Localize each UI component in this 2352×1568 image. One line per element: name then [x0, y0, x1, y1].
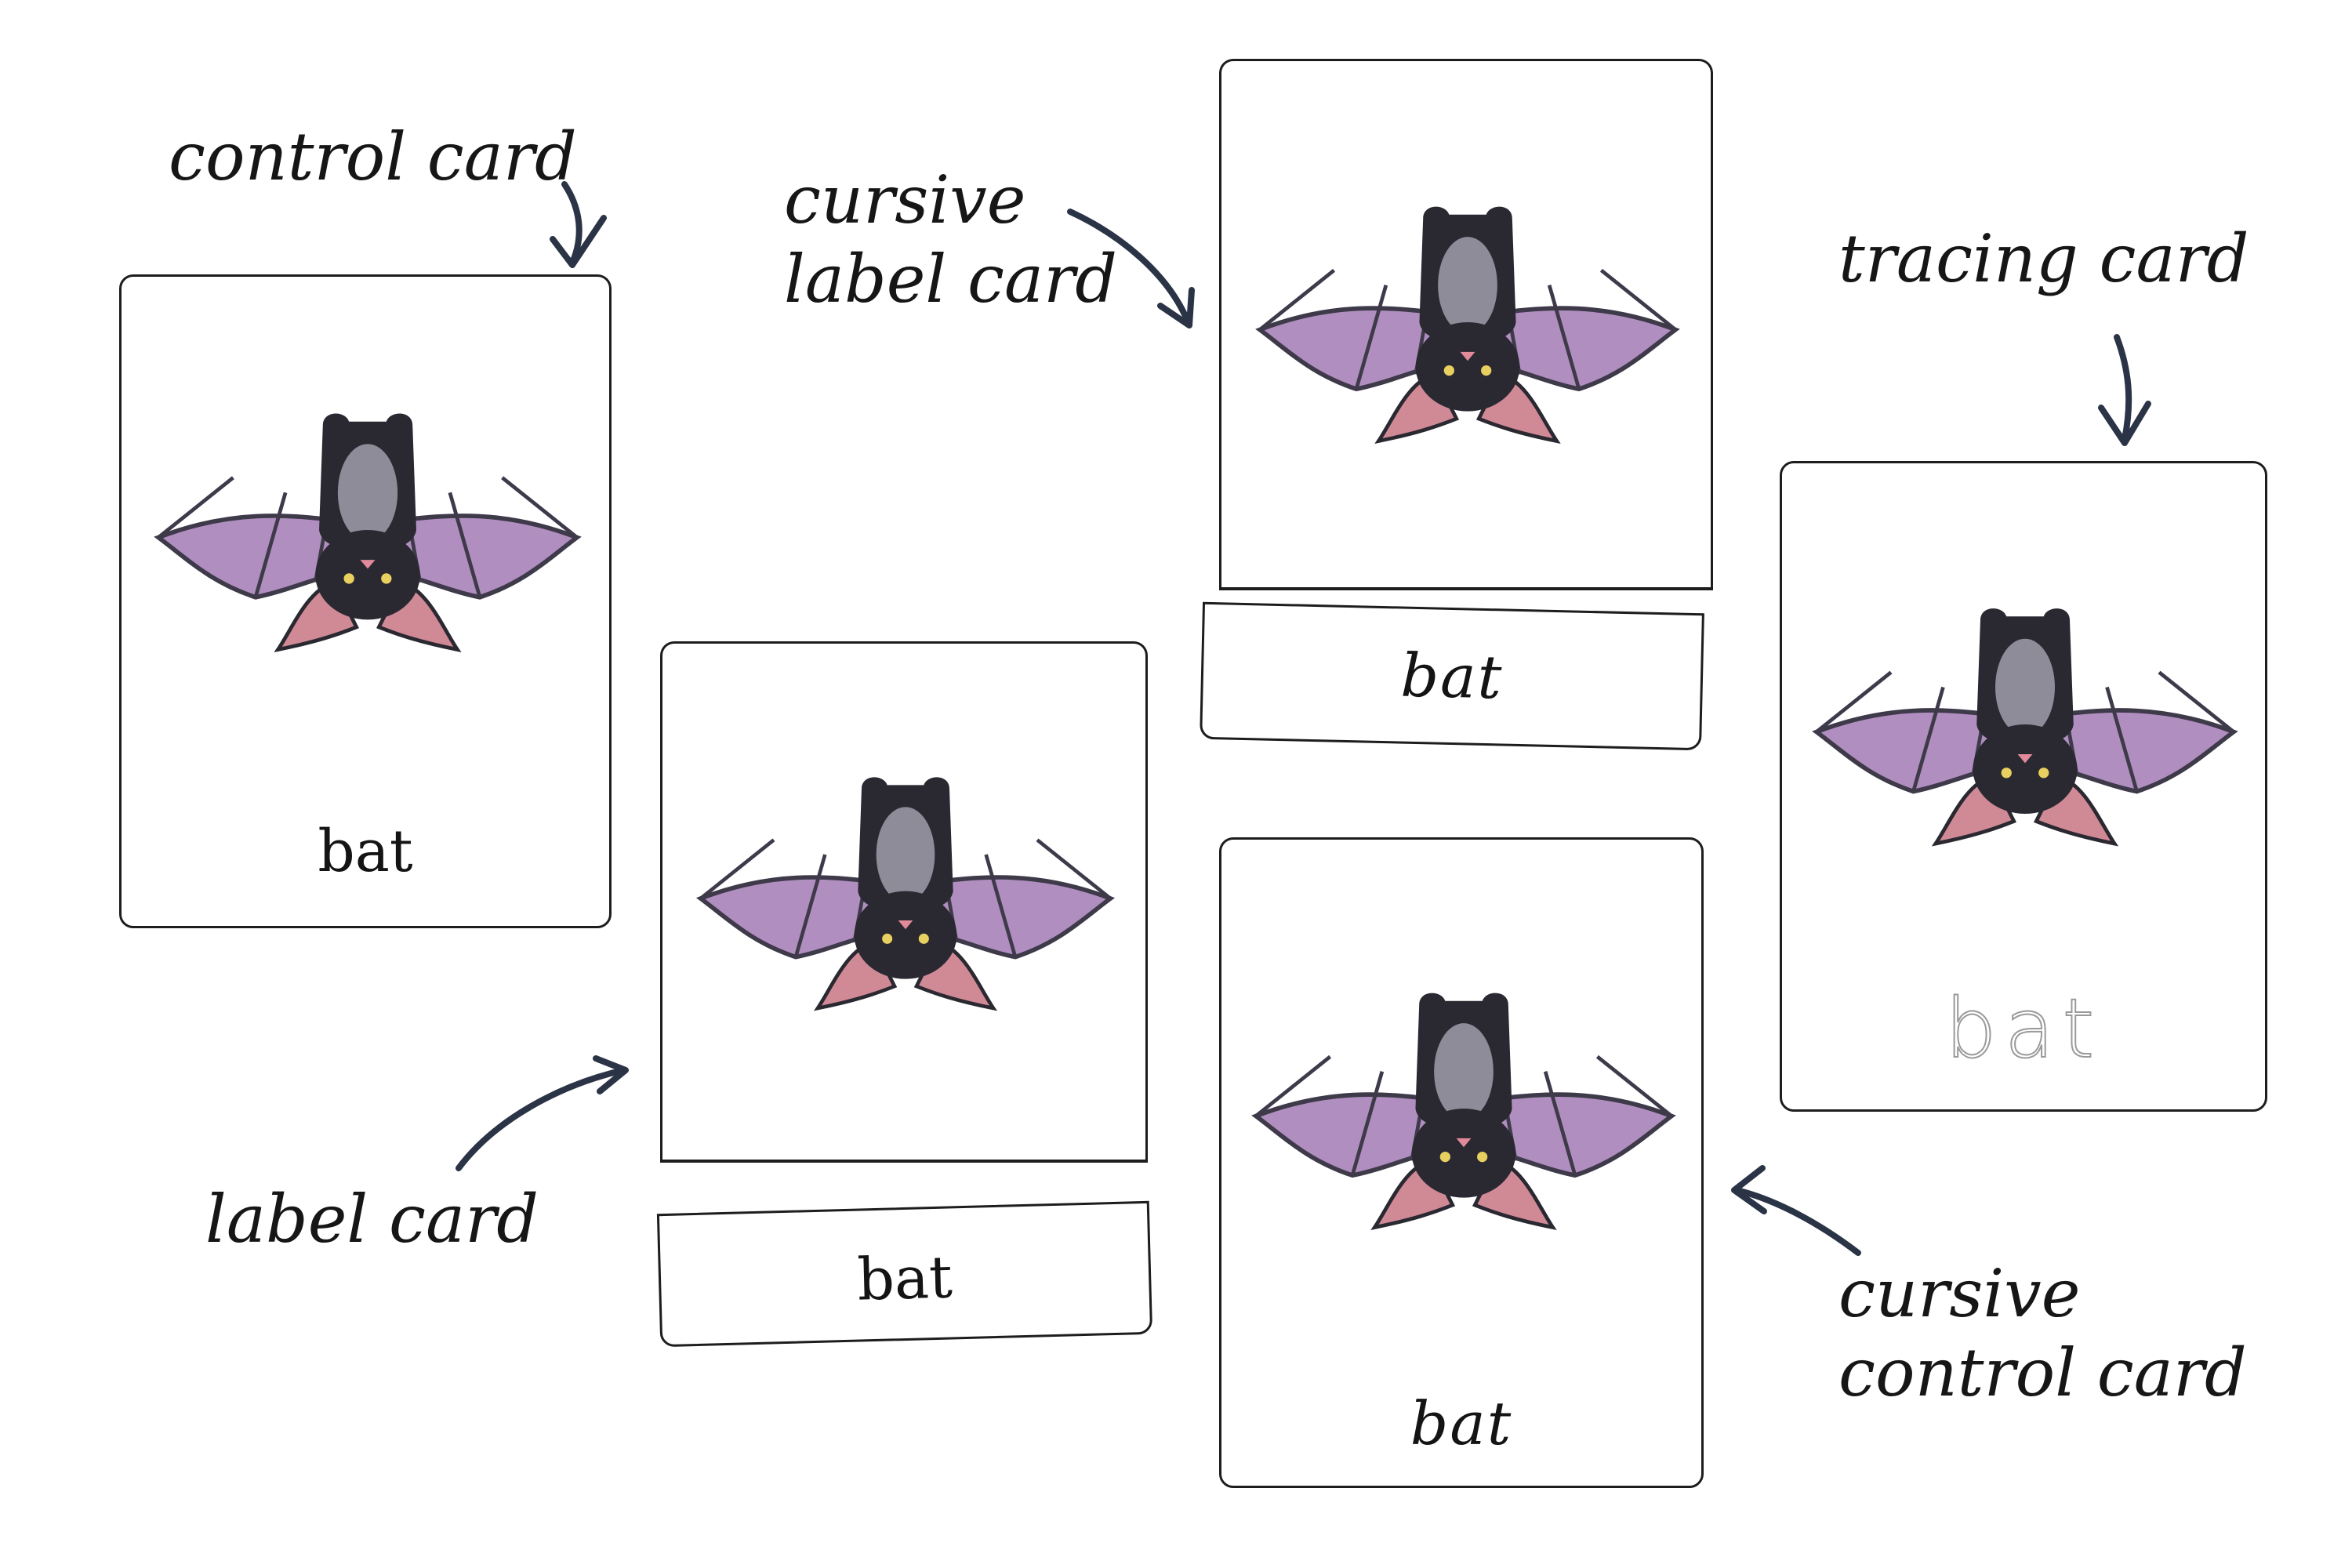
- cursive-label-card-annotation: cursive label card: [784, 161, 1117, 319]
- control-card-word: bat: [318, 818, 413, 885]
- cursive-label-arrow-head: [1157, 287, 1195, 328]
- tracing-card-arrow: [2114, 334, 2132, 442]
- cursive-label-card-picture: [1219, 59, 1713, 590]
- cursive-label-arrow: [1067, 209, 1191, 325]
- control-card-annotation: control card: [169, 118, 577, 195]
- tracing-card-arrow-head: [2098, 401, 2151, 446]
- tracing-card: bat: [1780, 461, 2267, 1112]
- cursive-control-arrow-head: [1731, 1165, 1767, 1214]
- control-card-arrow-head: [550, 215, 607, 268]
- control-card: bat: [119, 274, 612, 928]
- cursive-label-line1: cursive: [784, 162, 1026, 238]
- cursive-control-card-word: bat: [1410, 1388, 1513, 1458]
- cursive-control-line1: cursive: [1838, 1255, 2081, 1332]
- label-card-arrow: [456, 1067, 626, 1171]
- label-card-arrow-head: [593, 1055, 629, 1094]
- cursive-control-line2: control card: [1838, 1334, 2247, 1411]
- label-card-picture: [660, 641, 1148, 1163]
- cursive-control-card-annotation: cursive control card: [1838, 1254, 2247, 1413]
- control-card-arrow: [561, 181, 583, 266]
- cursive-control-arrow: [1733, 1187, 1861, 1256]
- cursive-label-line2: label card: [784, 240, 1118, 318]
- tracing-card-annotation: tracing card: [1838, 220, 2249, 297]
- cursive-control-card: bat: [1219, 837, 1704, 1488]
- label-card-annotation: label card: [205, 1181, 539, 1258]
- tracing-card-word: bat: [1944, 980, 2103, 1077]
